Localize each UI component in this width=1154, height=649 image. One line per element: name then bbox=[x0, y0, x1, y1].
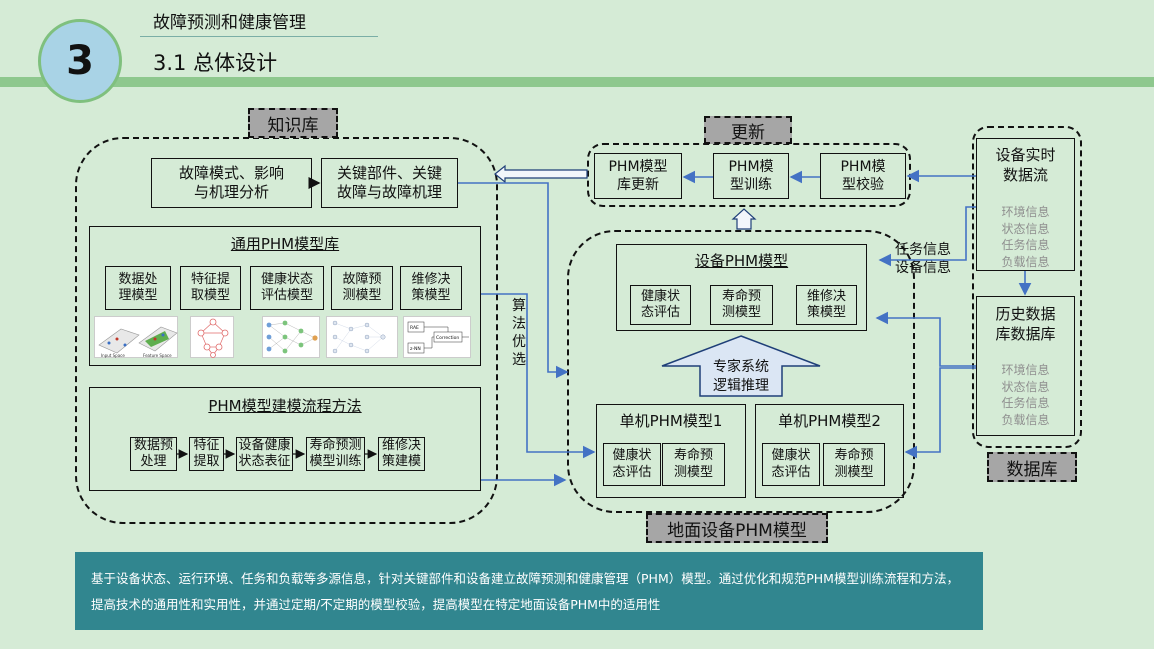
arrow-update-to-library bbox=[494, 164, 588, 184]
history-title: 历史数据 库数据库 bbox=[995, 305, 1056, 343]
key-parts-box: 关键部件、关键 故障与故障机理 bbox=[321, 158, 458, 208]
algorithm-selection-label: 算 法 优 选 bbox=[512, 298, 526, 368]
thumb-label-input-space: Input Space bbox=[101, 353, 125, 358]
realtime-info-2: 状态信息 bbox=[1001, 221, 1050, 236]
library-item-3: 健康状态 评估模型 bbox=[250, 266, 324, 310]
single1-item-life: 寿命预 测模型 bbox=[662, 443, 725, 486]
single2-item-life: 寿命预 测模型 bbox=[823, 443, 885, 486]
header-band bbox=[0, 77, 1154, 87]
library-item-1: 数据处 理模型 bbox=[105, 266, 171, 310]
realtime-info-1: 环境信息 bbox=[1001, 205, 1050, 219]
modeling-flow-title: PHM模型建模流程方法 bbox=[208, 397, 362, 415]
arrow-history-to-single2 bbox=[904, 367, 976, 459]
arrow-ground-to-update bbox=[731, 208, 757, 230]
network-thumbnail bbox=[190, 316, 234, 358]
history-info-1: 环境信息 bbox=[1001, 363, 1050, 377]
expert-system-label: 专家系统 逻辑推理 bbox=[713, 359, 769, 394]
history-database-box: 历史数据 库数据库 环境信息 状态信息 任务信息 负载信息 bbox=[976, 296, 1075, 436]
thumb-label-feature-space: Feature Space bbox=[143, 353, 172, 358]
footer-summary: 基于设备状态、运行环境、任务和负载等多源信息，针对关键部件和设备建立故障预测和健… bbox=[75, 552, 983, 630]
thumb-label-correction: Correction bbox=[436, 335, 459, 341]
thumb-label-znn: z-NN bbox=[410, 346, 421, 352]
ground-model-tag: 地面设备PHM模型 bbox=[646, 513, 828, 543]
modeling-flow-panel: PHM模型建模流程方法 bbox=[89, 387, 481, 491]
single-model-2-title: 单机PHM模型2 bbox=[778, 412, 881, 430]
database-tag: 数据库 bbox=[987, 452, 1077, 482]
history-info-list: 环境信息 状态信息 任务信息 负载信息 bbox=[977, 362, 1074, 428]
realtime-title: 设备实时 数据流 bbox=[995, 146, 1056, 184]
single-model-1: 单机PHM模型1 bbox=[596, 404, 746, 498]
history-info-3: 任务信息 bbox=[1001, 396, 1050, 410]
device-item-health: 健康状 态评估 bbox=[630, 285, 691, 325]
single1-item-health: 健康状 态评估 bbox=[603, 443, 661, 486]
chapter-title: 故障预测和健康管理 bbox=[153, 13, 306, 33]
update-item-validation: PHM模 型校验 bbox=[820, 153, 906, 199]
history-info-4: 负载信息 bbox=[1001, 412, 1050, 427]
general-library-title: 通用PHM模型库 bbox=[230, 235, 340, 253]
single-model-1-title: 单机PHM模型1 bbox=[619, 412, 723, 430]
realtime-data-stream-box: 设备实时 数据流 环境信息 状态信息 任务信息 负载信息 bbox=[976, 138, 1075, 271]
single-model-2: 单机PHM模型2 bbox=[755, 404, 904, 498]
database-region bbox=[972, 126, 1082, 448]
deep-net-thumbnail bbox=[326, 316, 398, 358]
library-item-4: 故障预 测模型 bbox=[331, 266, 393, 310]
flow-step-2: 特征 提取 bbox=[189, 437, 224, 471]
device-item-maintenance: 维修决 策模型 bbox=[796, 285, 857, 325]
chapter-badge: 3 bbox=[38, 19, 122, 103]
library-item-5: 维修决 策模型 bbox=[400, 266, 462, 310]
single2-item-health: 健康状 态评估 bbox=[762, 443, 820, 486]
failure-mode-box: 故障模式、影响 与机理分析 bbox=[151, 158, 312, 208]
flow-step-4: 寿命预测 模型训练 bbox=[306, 437, 365, 471]
library-item-2: 特征提 取模型 bbox=[180, 266, 241, 310]
update-item-library: PHM模型 库更新 bbox=[594, 153, 682, 199]
update-tag: 更新 bbox=[704, 116, 792, 144]
update-item-training: PHM模 型训练 bbox=[713, 153, 789, 199]
realtime-info-4: 负载信息 bbox=[1001, 254, 1050, 269]
knowledge-base-tag: 知识库 bbox=[248, 108, 338, 138]
realtime-info-list: 环境信息 状态信息 任务信息 负载信息 bbox=[977, 204, 1074, 270]
section-title: 3.1 总体设计 bbox=[153, 51, 278, 75]
correction-diagram-thumbnail: RAE z-NN Correction bbox=[403, 316, 471, 358]
device-phm-model: 设备PHM模型 bbox=[616, 244, 867, 331]
flow-step-1: 数据预 处理 bbox=[130, 437, 177, 471]
expert-system-arrow bbox=[661, 335, 821, 397]
history-info-2: 状态信息 bbox=[1001, 379, 1050, 394]
flow-step-3: 设备健康 状态表征 bbox=[236, 437, 293, 471]
mission-device-info-label: 任务信息 设备信息 bbox=[895, 242, 951, 276]
device-model-title: 设备PHM模型 bbox=[694, 252, 789, 270]
device-item-life: 寿命预 测模型 bbox=[710, 285, 773, 325]
header-divider bbox=[140, 36, 378, 37]
neural-net-thumbnail bbox=[262, 316, 320, 358]
flow-step-5: 维修决 策建模 bbox=[378, 437, 425, 471]
feature-space-thumbnail: Input Space Feature Space bbox=[94, 316, 178, 358]
realtime-info-3: 任务信息 bbox=[1001, 238, 1050, 252]
thumb-label-rae: RAE bbox=[410, 325, 419, 331]
chapter-number: 3 bbox=[66, 38, 94, 84]
